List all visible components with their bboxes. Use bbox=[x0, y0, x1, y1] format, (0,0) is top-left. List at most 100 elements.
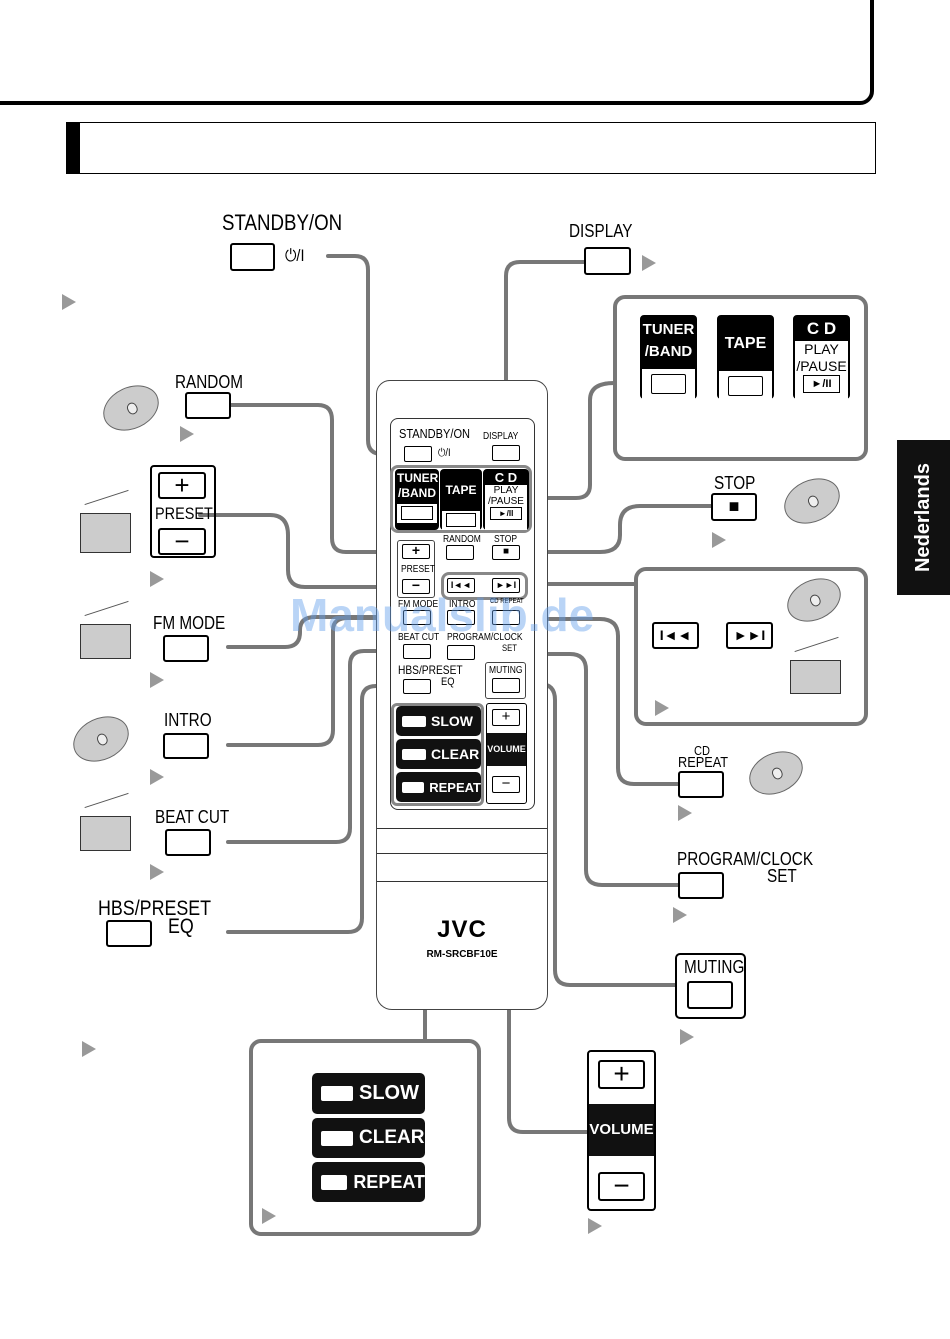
arrow-icon bbox=[655, 700, 669, 716]
volume-group bbox=[587, 1050, 656, 1211]
remote-preset-group bbox=[397, 540, 435, 598]
remote-volume-label: VOLUME bbox=[487, 733, 526, 766]
arrow-icon bbox=[82, 1041, 96, 1057]
preset-plus-button[interactable]: + bbox=[158, 472, 206, 499]
remote-volume-group bbox=[486, 703, 527, 804]
remote-fm-mode-button[interactable] bbox=[403, 610, 431, 625]
remote-volume-minus[interactable]: − bbox=[492, 776, 520, 793]
remote-display-label: DISPLAY bbox=[483, 431, 519, 442]
remote-hbs-button[interactable] bbox=[403, 679, 431, 694]
remote-muting-group bbox=[485, 662, 526, 699]
remote-program-button[interactable] bbox=[447, 645, 475, 660]
remote-tuner-band-button[interactable]: TUNER/BAND bbox=[395, 469, 439, 530]
arrow-icon bbox=[180, 426, 194, 442]
remote-intro-button[interactable] bbox=[447, 610, 475, 625]
hbs-button[interactable] bbox=[106, 920, 152, 947]
remote-tape-button[interactable]: TAPE bbox=[440, 469, 482, 530]
clear-button[interactable]: CLEAR bbox=[312, 1118, 425, 1158]
fm-mode-button[interactable] bbox=[163, 635, 209, 662]
arrow-icon bbox=[588, 1218, 602, 1234]
remote-muting-button[interactable] bbox=[492, 678, 520, 693]
remote-intro-label: INTRO bbox=[449, 599, 476, 610]
radio-icon bbox=[80, 624, 131, 659]
radio-icon bbox=[80, 816, 131, 851]
stop-button[interactable]: ■ bbox=[711, 493, 757, 521]
remote-program-label: PROGRAM/CLOCK bbox=[447, 632, 523, 643]
remote-clear-button[interactable]: CLEAR bbox=[396, 739, 481, 769]
next-button[interactable]: ►►I bbox=[726, 622, 773, 649]
volume-minus-button[interactable]: − bbox=[598, 1172, 645, 1201]
remote-preset-minus[interactable]: − bbox=[402, 578, 430, 594]
remote-hbs-label: HBS/PRESET bbox=[398, 663, 463, 677]
volume-plus-button[interactable]: + bbox=[598, 1060, 645, 1089]
muting-button[interactable] bbox=[687, 981, 733, 1009]
remote-skip-group bbox=[441, 572, 528, 600]
remote-slow-button[interactable]: SLOW bbox=[396, 706, 481, 736]
remote-beat-cut-button[interactable] bbox=[403, 644, 431, 659]
remote-brand-logo: JVC bbox=[437, 916, 487, 943]
beat-cut-label: BEAT CUT bbox=[155, 807, 230, 827]
tape-button[interactable]: TAPE bbox=[717, 315, 774, 401]
remote-standby-symbol: ⏻/I bbox=[438, 447, 451, 459]
remote-cd-repeat-label: CD REPEAT bbox=[490, 598, 524, 605]
remote-model: RM-SRCBF10E bbox=[426, 949, 498, 960]
remote-display-button[interactable] bbox=[492, 445, 520, 461]
program-set-label: SET bbox=[767, 866, 797, 886]
remote-random-button[interactable] bbox=[446, 545, 474, 560]
display-button[interactable] bbox=[584, 247, 631, 275]
cd-repeat-label-2: REPEAT bbox=[678, 754, 729, 771]
remote-stop-button[interactable]: ■ bbox=[492, 545, 520, 560]
hbs-label: HBS/PRESET bbox=[98, 897, 212, 920]
header-frame bbox=[0, 0, 874, 105]
arrow-icon bbox=[680, 1029, 694, 1045]
arrow-icon bbox=[642, 255, 656, 271]
arrow-icon bbox=[262, 1208, 276, 1224]
beat-cut-button[interactable] bbox=[165, 829, 211, 856]
volume-label: VOLUME bbox=[589, 1104, 654, 1156]
intro-button[interactable] bbox=[163, 733, 209, 759]
arrow-icon bbox=[150, 864, 164, 880]
tuner-band-button[interactable]: TUNER/BAND bbox=[640, 315, 697, 399]
remote-prev-button[interactable]: I◄◄ bbox=[447, 578, 475, 593]
muting-group bbox=[675, 953, 746, 1019]
remote-groove bbox=[377, 828, 547, 882]
preset-minus-button[interactable]: − bbox=[158, 528, 206, 555]
section-title-bar bbox=[66, 122, 876, 174]
cd-repeat-button[interactable] bbox=[678, 771, 724, 798]
program-clock-button[interactable] bbox=[678, 872, 724, 899]
random-label: RANDOM bbox=[175, 372, 243, 392]
remote-volume-plus[interactable]: + bbox=[492, 709, 520, 726]
arrow-icon bbox=[678, 805, 692, 821]
remote-cd-repeat-button[interactable] bbox=[492, 610, 520, 625]
watermark: Manualslib.de bbox=[290, 589, 595, 641]
arrow-icon bbox=[150, 571, 164, 587]
prev-button[interactable]: I◄◄ bbox=[652, 622, 699, 649]
standby-button[interactable] bbox=[230, 243, 275, 271]
remote-repeat-button[interactable]: REPEAT bbox=[396, 772, 481, 802]
arrow-icon bbox=[673, 907, 687, 923]
remote-hbs-eq-label: EQ bbox=[441, 676, 455, 688]
program-clock-label: PROGRAM/CLOCK bbox=[677, 849, 814, 869]
remote-panel bbox=[390, 418, 535, 810]
remote-random-label: RANDOM bbox=[443, 534, 481, 545]
remote-standby-button[interactable] bbox=[404, 446, 432, 462]
remote-fm-mode-label: FM MODE bbox=[398, 599, 439, 610]
slow-button[interactable]: SLOW bbox=[312, 1073, 425, 1114]
radio-icon bbox=[790, 660, 841, 694]
preset-group bbox=[150, 465, 216, 558]
arrow-icon bbox=[62, 294, 76, 310]
remote-preset-plus[interactable]: + bbox=[402, 543, 430, 559]
arrow-icon bbox=[150, 769, 164, 785]
remote-preset-label: PRESET bbox=[401, 564, 436, 575]
remote-muting-label: MUTING bbox=[489, 665, 523, 676]
remote-program-set-label: SET bbox=[502, 643, 517, 653]
remote-beat-cut-label: BEAT CUT bbox=[398, 632, 440, 643]
random-button[interactable] bbox=[185, 392, 231, 419]
remote-mode-group bbox=[391, 703, 484, 806]
standby-label: STANDBY/ON bbox=[222, 210, 343, 235]
repeat-button[interactable]: REPEAT bbox=[312, 1162, 425, 1202]
remote-next-button[interactable]: ►►I bbox=[492, 578, 520, 593]
intro-label: INTRO bbox=[164, 710, 212, 730]
